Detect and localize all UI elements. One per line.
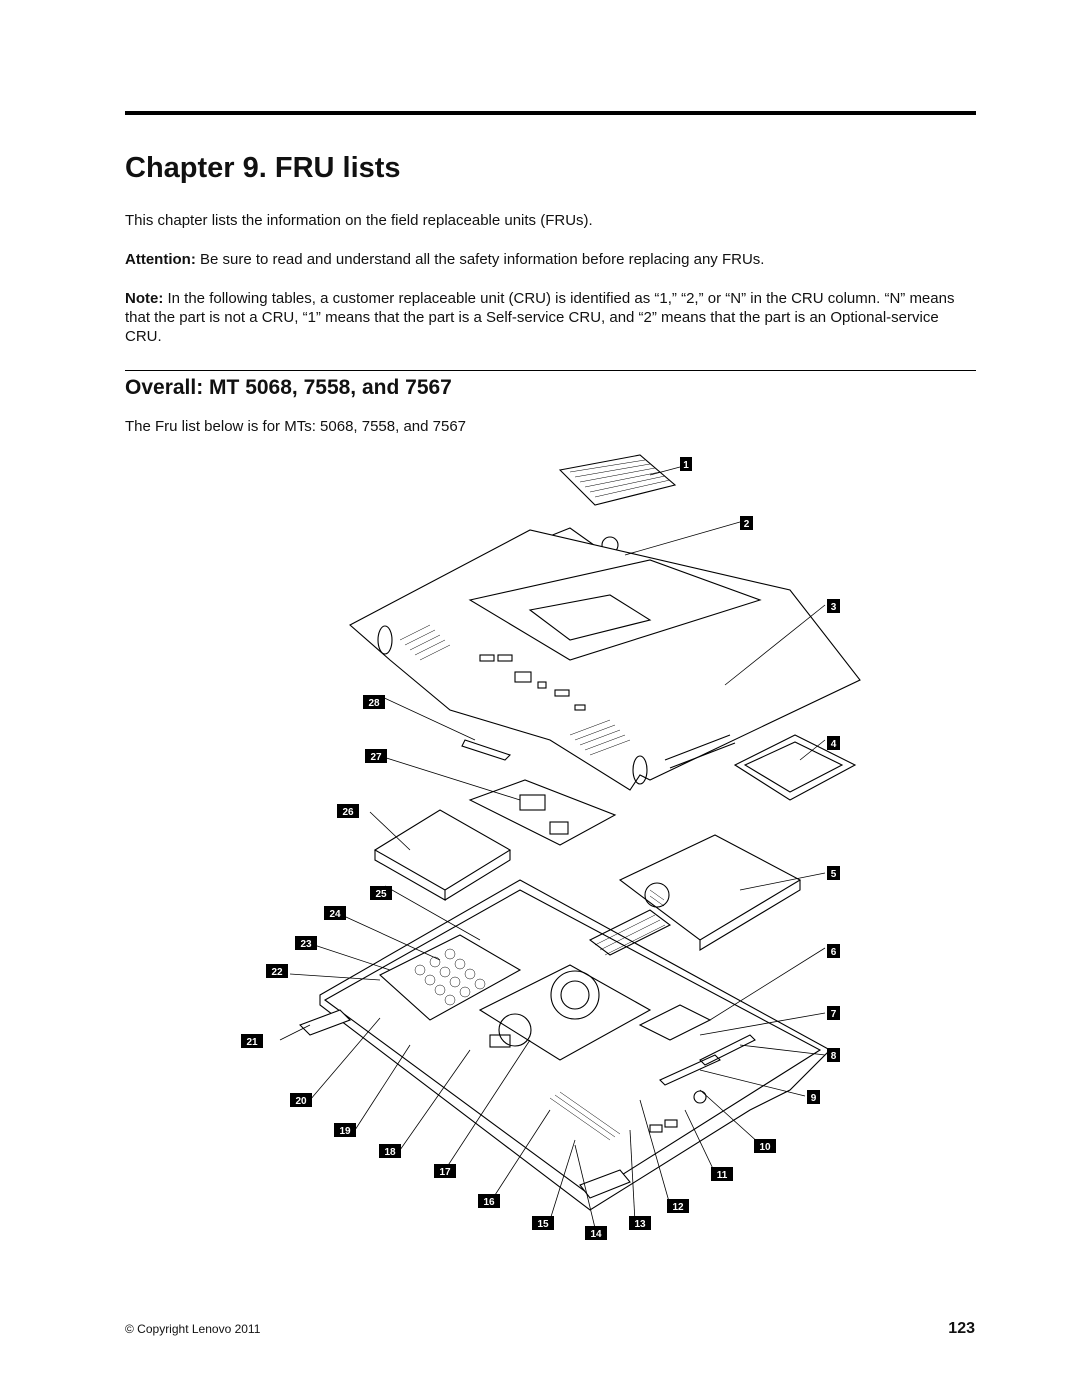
svg-text:12: 12 xyxy=(672,1202,684,1213)
svg-text:28: 28 xyxy=(368,698,380,709)
chapter-top-rule xyxy=(125,111,976,115)
callout-9: 9 xyxy=(807,1090,820,1104)
svg-text:5: 5 xyxy=(831,869,837,880)
svg-text:14: 14 xyxy=(590,1229,602,1240)
section-rule xyxy=(125,370,976,371)
svg-text:3: 3 xyxy=(831,602,837,613)
callout-8: 8 xyxy=(827,1048,840,1062)
callout-28: 28 xyxy=(363,695,385,709)
callout-5: 5 xyxy=(827,866,840,880)
callout-27: 27 xyxy=(365,749,387,763)
svg-text:26: 26 xyxy=(342,807,354,818)
callout-11: 11 xyxy=(711,1167,733,1181)
callout-15: 15 xyxy=(532,1216,554,1230)
svg-text:21: 21 xyxy=(246,1037,258,1048)
callout-3: 3 xyxy=(827,599,840,613)
svg-text:23: 23 xyxy=(300,939,312,950)
callout-19: 19 xyxy=(334,1123,356,1137)
svg-text:25: 25 xyxy=(375,889,387,900)
note-label: Note: xyxy=(125,290,164,307)
page-number: 123 xyxy=(948,1320,975,1337)
svg-text:9: 9 xyxy=(811,1093,817,1104)
attention-paragraph: Attention: Be sure to read and understan… xyxy=(125,250,975,269)
svg-text:6: 6 xyxy=(831,947,837,958)
svg-text:20: 20 xyxy=(295,1096,307,1107)
svg-text:7: 7 xyxy=(831,1009,837,1020)
attention-text: Be sure to read and understand all the s… xyxy=(195,251,765,268)
note-text: In the following tables, a customer repl… xyxy=(125,290,955,345)
callout-6: 6 xyxy=(827,944,840,958)
callout-22: 22 xyxy=(266,964,288,978)
svg-text:4: 4 xyxy=(831,739,837,750)
callout-24: 24 xyxy=(324,906,346,920)
svg-text:15: 15 xyxy=(537,1219,549,1230)
svg-text:2: 2 xyxy=(744,519,750,530)
svg-text:13: 13 xyxy=(634,1219,646,1230)
svg-text:16: 16 xyxy=(483,1197,495,1208)
exploded-view-diagram: 1 2 3 4 5 6 7 8 9 10 11 12 13 14 15 16 1… xyxy=(241,454,861,1240)
section-title: Overall: MT 5068, 7558, and 7567 xyxy=(125,376,452,399)
svg-text:8: 8 xyxy=(831,1051,837,1062)
callout-20: 20 xyxy=(290,1093,312,1107)
callout-10: 10 xyxy=(754,1139,776,1153)
callout-18: 18 xyxy=(379,1144,401,1158)
svg-text:1: 1 xyxy=(683,460,689,471)
callout-2: 2 xyxy=(740,516,753,530)
callout-26: 26 xyxy=(337,804,359,818)
callout-1: 1 xyxy=(680,457,692,471)
svg-text:19: 19 xyxy=(339,1126,351,1137)
svg-text:18: 18 xyxy=(384,1147,396,1158)
svg-text:27: 27 xyxy=(370,752,382,763)
svg-text:10: 10 xyxy=(759,1142,771,1153)
intro-paragraph: This chapter lists the information on th… xyxy=(125,212,593,229)
callout-21: 21 xyxy=(241,1034,263,1048)
chapter-title: Chapter 9. FRU lists xyxy=(125,152,401,184)
svg-text:22: 22 xyxy=(271,967,283,978)
callout-14: 14 xyxy=(585,1226,607,1240)
attention-label: Attention: xyxy=(125,251,196,268)
callout-4: 4 xyxy=(827,736,840,750)
callout-12: 12 xyxy=(667,1199,689,1213)
callout-16: 16 xyxy=(478,1194,500,1208)
svg-text:17: 17 xyxy=(439,1167,451,1178)
callout-25: 25 xyxy=(370,886,392,900)
svg-text:24: 24 xyxy=(329,909,341,920)
callout-23: 23 xyxy=(295,936,317,950)
callout-7: 7 xyxy=(827,1006,840,1020)
note-paragraph: Note: In the following tables, a custome… xyxy=(125,289,975,346)
callout-13: 13 xyxy=(629,1216,651,1230)
callout-17: 17 xyxy=(434,1164,456,1178)
copyright-footer: © Copyright Lenovo 2011 xyxy=(125,1322,261,1336)
section-intro: The Fru list below is for MTs: 5068, 755… xyxy=(125,418,467,435)
svg-text:11: 11 xyxy=(717,1170,728,1181)
